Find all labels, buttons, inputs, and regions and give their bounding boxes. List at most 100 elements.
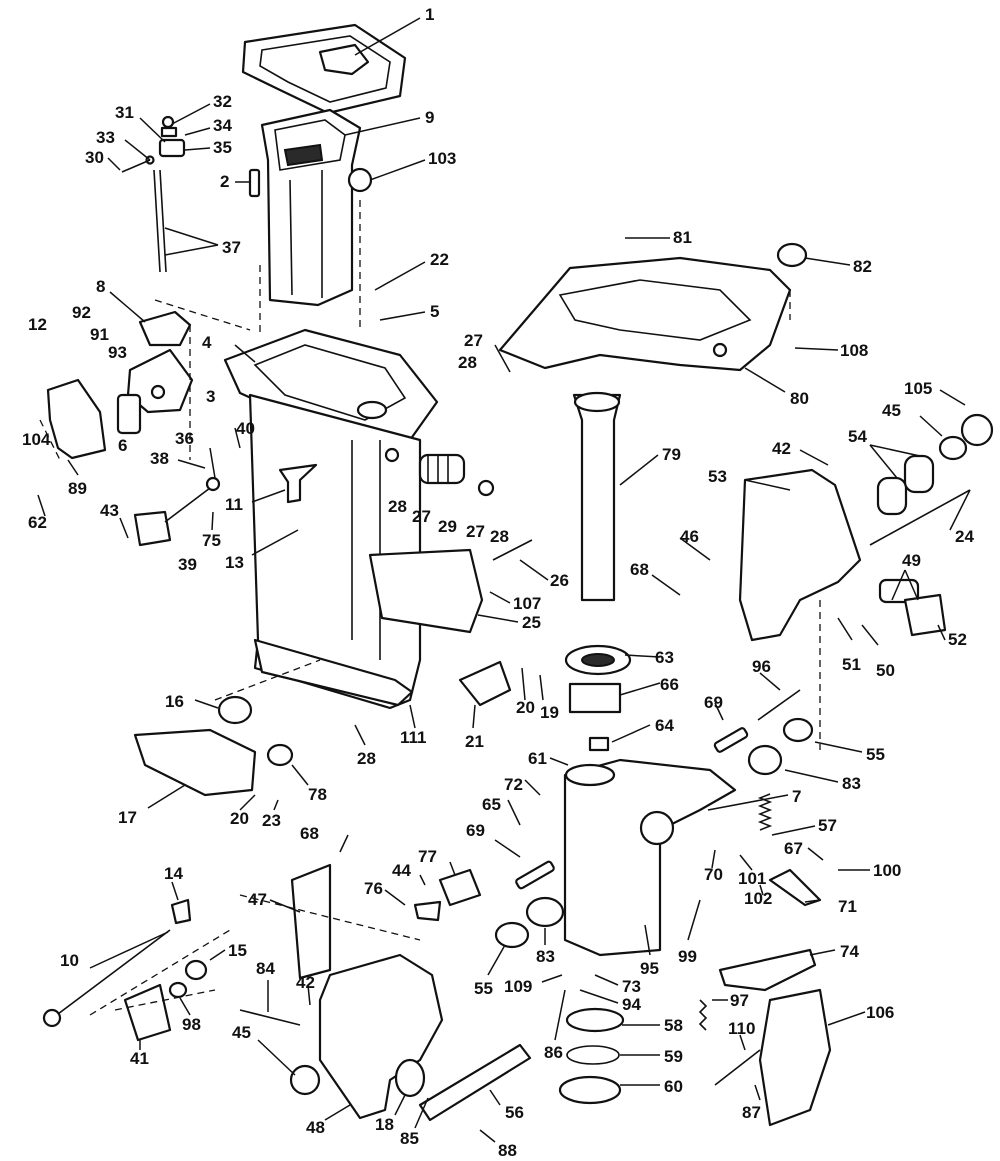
callout-97: 97 bbox=[730, 991, 749, 1010]
plate-part-6 bbox=[116, 393, 142, 435]
washer-part-55a bbox=[782, 717, 814, 743]
o-ring-part-59 bbox=[566, 1045, 620, 1065]
plate-part-21 bbox=[458, 660, 512, 707]
callout-49: 49 bbox=[902, 551, 921, 570]
assembly-guide-lines bbox=[39, 200, 821, 1016]
callout-28a: 28 bbox=[458, 353, 477, 372]
spring-part-97 bbox=[698, 999, 708, 1031]
plug-part-16 bbox=[217, 695, 253, 725]
callout-48: 48 bbox=[306, 1118, 325, 1137]
callout-84: 84 bbox=[256, 959, 275, 978]
callout-27b: 27 bbox=[412, 507, 431, 526]
nut-part-45b bbox=[289, 1064, 321, 1096]
bushing-part-29 bbox=[384, 447, 495, 497]
washer-part-45a bbox=[938, 435, 968, 461]
screw-part-2 bbox=[248, 168, 261, 198]
callout-72: 72 bbox=[504, 775, 523, 794]
callout-52: 52 bbox=[948, 630, 967, 649]
shift-rod-part-37 bbox=[153, 169, 167, 273]
exhaust-housing-part-9 bbox=[260, 108, 362, 307]
rod-end-part-10 bbox=[42, 1008, 62, 1028]
callout-60: 60 bbox=[664, 1077, 683, 1096]
callout-53: 53 bbox=[708, 467, 727, 486]
callout-43: 43 bbox=[100, 501, 119, 520]
callout-51: 51 bbox=[842, 655, 861, 674]
callout-103: 103 bbox=[428, 149, 456, 168]
callout-95: 95 bbox=[640, 959, 659, 978]
callout-79: 79 bbox=[662, 445, 681, 464]
callout-85: 85 bbox=[400, 1129, 419, 1148]
swivel-bracket-part-61 bbox=[563, 758, 737, 957]
swivel-bracket-part-80 bbox=[498, 256, 792, 372]
callout-91: 91 bbox=[90, 325, 109, 344]
plate-part-56 bbox=[418, 1043, 532, 1122]
callout-44: 44 bbox=[392, 861, 411, 880]
callout-19: 19 bbox=[540, 703, 559, 722]
callout-75: 75 bbox=[202, 531, 221, 550]
callout-42b: 42 bbox=[296, 973, 315, 992]
callout-55b: 55 bbox=[474, 979, 493, 998]
callout-111: 111 bbox=[400, 728, 427, 747]
cover-part-17 bbox=[133, 728, 257, 797]
callout-96: 96 bbox=[752, 657, 771, 676]
clip-part-106 bbox=[758, 988, 832, 1127]
callout-15: 15 bbox=[228, 941, 247, 960]
callout-67: 67 bbox=[784, 839, 803, 858]
rod-part-24 bbox=[869, 489, 971, 546]
bushing-part-60 bbox=[558, 1075, 622, 1105]
rod-part-110 bbox=[714, 1049, 761, 1086]
washer-part-82 bbox=[776, 242, 808, 268]
callout-23: 23 bbox=[262, 811, 281, 830]
callout-33: 33 bbox=[96, 128, 115, 147]
knob-part-41 bbox=[123, 983, 172, 1042]
callout-28c: 28 bbox=[490, 527, 509, 546]
callout-69a: 69 bbox=[704, 693, 723, 712]
bushing-part-49 bbox=[878, 578, 920, 604]
callout-110: 110 bbox=[728, 1019, 755, 1038]
callout-83a: 83 bbox=[842, 774, 861, 793]
callout-31: 31 bbox=[115, 103, 134, 122]
callout-36: 36 bbox=[175, 429, 194, 448]
callout-71: 71 bbox=[838, 897, 857, 916]
callout-28d: 28 bbox=[357, 749, 376, 768]
grommet-part-103 bbox=[347, 167, 373, 193]
nut-part-105 bbox=[960, 413, 994, 447]
callout-9: 9 bbox=[425, 108, 434, 127]
callout-24: 24 bbox=[955, 527, 974, 546]
gasket-part-1 bbox=[241, 23, 407, 115]
callout-64: 64 bbox=[655, 716, 674, 735]
pin-part-96 bbox=[757, 689, 801, 721]
callout-77: 77 bbox=[418, 847, 437, 866]
callout-107: 107 bbox=[513, 594, 541, 613]
callout-28b: 28 bbox=[388, 497, 407, 516]
callout-100: 100 bbox=[873, 861, 901, 880]
callout-105: 105 bbox=[904, 379, 932, 398]
callout-27c: 27 bbox=[466, 522, 485, 541]
callout-25: 25 bbox=[522, 613, 541, 632]
callout-14: 14 bbox=[164, 864, 183, 883]
callout-42a: 42 bbox=[772, 439, 791, 458]
callout-3: 3 bbox=[206, 387, 215, 406]
callout-65: 65 bbox=[482, 795, 501, 814]
callout-83b: 83 bbox=[536, 947, 555, 966]
callout-27a: 27 bbox=[464, 331, 483, 350]
tab-part-14 bbox=[170, 898, 192, 925]
callout-20a: 20 bbox=[516, 698, 535, 717]
clamp-ring-part-58 bbox=[565, 1007, 625, 1033]
callout-94: 94 bbox=[622, 995, 641, 1014]
callout-76: 76 bbox=[364, 879, 383, 898]
callout-2: 2 bbox=[220, 172, 229, 191]
bolt-part-84 bbox=[239, 1009, 301, 1026]
bolt-part-26 bbox=[492, 539, 533, 561]
callout-68b: 68 bbox=[300, 824, 319, 843]
callout-55a: 55 bbox=[866, 745, 885, 764]
callout-38: 38 bbox=[150, 449, 169, 468]
callout-89: 89 bbox=[68, 479, 87, 498]
washer-hole-63 bbox=[581, 653, 615, 667]
callout-41: 41 bbox=[130, 1049, 149, 1068]
callout-98: 98 bbox=[182, 1015, 201, 1034]
callout-106: 106 bbox=[866, 1003, 894, 1022]
callout-30: 30 bbox=[85, 148, 104, 167]
steering-tube-part-79 bbox=[572, 391, 622, 602]
